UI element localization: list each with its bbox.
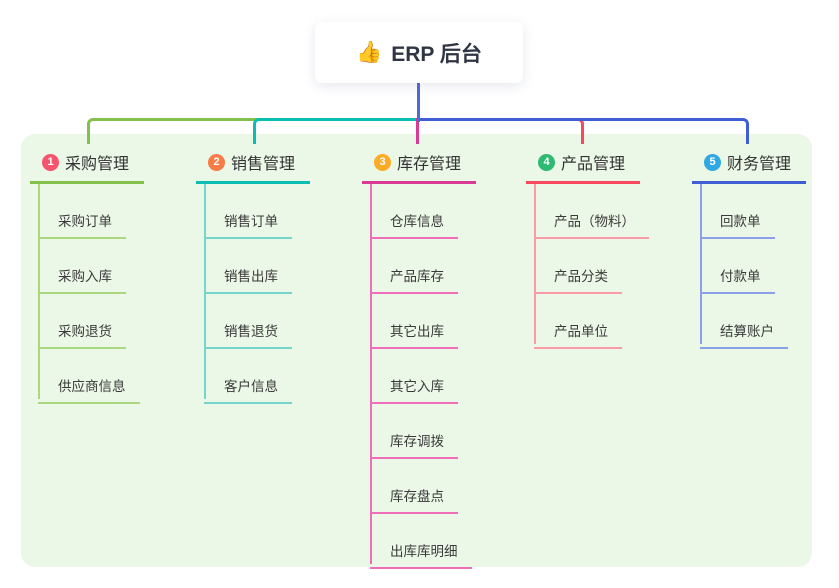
branch-node-product[interactable]: 4 产品管理 [526, 150, 640, 184]
child-node-purchase-inbound[interactable]: 采购入库 [38, 265, 126, 294]
child-connector-line [370, 184, 372, 564]
branch-label-sales: 销售管理 [231, 156, 296, 173]
branch-column-inventory: 3 库存管理 仓库信息 产品库存 其它出库 其它入库 库存调拨 库存盘点 出库库… [362, 150, 512, 569]
branch-node-inventory[interactable]: 3 库存管理 [362, 150, 476, 184]
child-node-warehouse-info[interactable]: 仓库信息 [370, 210, 458, 239]
root-label: ERP 后台 [391, 42, 482, 66]
child-node-stock-taking[interactable]: 库存盘点 [370, 485, 458, 514]
branch-badge-3: 3 [374, 153, 391, 171]
child-node-other-outbound[interactable]: 其它出库 [370, 320, 458, 349]
child-node-payment-bill[interactable]: 付款单 [700, 265, 775, 294]
background-panel [21, 134, 812, 567]
branch-label-product: 产品管理 [561, 156, 626, 173]
child-node-stock-transfer[interactable]: 库存调拨 [370, 430, 458, 459]
root-node[interactable]: 👍 ERP 后台 [315, 22, 523, 83]
thumbs-up-icon: 👍 [356, 40, 383, 64]
branch-connector-finance [419, 118, 749, 144]
branch-label-finance: 财务管理 [727, 156, 792, 173]
child-connector-line [38, 184, 40, 399]
branch-connector-inventory [416, 118, 419, 144]
child-connector-line [700, 184, 702, 344]
branch-label-purchase: 采购管理 [65, 156, 130, 173]
branch-badge-1: 1 [42, 153, 59, 171]
child-node-other-inbound[interactable]: 其它入库 [370, 375, 458, 404]
root-connector [417, 83, 420, 122]
child-node-receipt-bill[interactable]: 回款单 [700, 210, 775, 239]
child-connector-line [534, 184, 536, 344]
branch-column-purchase: 1 采购管理 采购订单 采购入库 采购退货 供应商信息 [30, 150, 180, 404]
branch-node-finance[interactable]: 5 财务管理 [692, 150, 806, 184]
branch-connector-purchase [87, 118, 419, 144]
branch-node-sales[interactable]: 2 销售管理 [196, 150, 310, 184]
child-node-product-category[interactable]: 产品分类 [534, 265, 622, 294]
branch-column-finance: 5 财务管理 回款单 付款单 结算账户 [692, 150, 839, 349]
branch-connector-sales [253, 118, 419, 144]
child-node-settlement-account[interactable]: 结算账户 [700, 320, 788, 349]
branch-badge-2: 2 [208, 153, 225, 171]
child-node-product-unit[interactable]: 产品单位 [534, 320, 622, 349]
branch-badge-5: 5 [704, 153, 721, 171]
child-node-purchase-return[interactable]: 采购退货 [38, 320, 126, 349]
branch-column-sales: 2 销售管理 销售订单 销售出库 销售退货 客户信息 [196, 150, 346, 404]
child-node-outbound-detail[interactable]: 出库库明细 [370, 540, 472, 569]
branch-node-purchase[interactable]: 1 采购管理 [30, 150, 144, 184]
child-node-sales-outbound[interactable]: 销售出库 [204, 265, 292, 294]
child-node-sales-order[interactable]: 销售订单 [204, 210, 292, 239]
branch-label-inventory: 库存管理 [397, 156, 462, 173]
branch-badge-4: 4 [538, 153, 555, 171]
child-connector-line [204, 184, 206, 399]
child-node-product-stock[interactable]: 产品库存 [370, 265, 458, 294]
child-node-product-material[interactable]: 产品（物料） [534, 210, 649, 239]
child-node-supplier-info[interactable]: 供应商信息 [38, 375, 140, 404]
child-node-purchase-order[interactable]: 采购订单 [38, 210, 126, 239]
child-node-sales-return[interactable]: 销售退货 [204, 320, 292, 349]
child-node-customer-info[interactable]: 客户信息 [204, 375, 292, 404]
branch-column-product: 4 产品管理 产品（物料） 产品分类 产品单位 [526, 150, 676, 349]
